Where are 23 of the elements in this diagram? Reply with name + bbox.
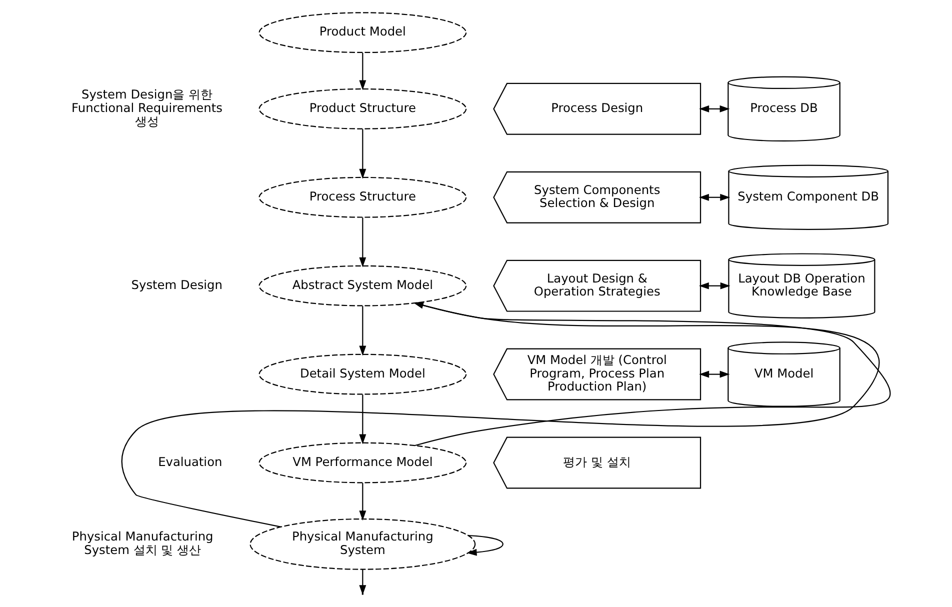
arrow xyxy=(358,52,366,90)
label: Evaluation xyxy=(158,454,222,469)
arrow xyxy=(358,218,366,268)
arrow xyxy=(698,105,730,112)
arrow xyxy=(358,483,366,521)
arrow xyxy=(358,394,366,444)
node-ellipse: Product Model xyxy=(258,12,466,54)
arrow xyxy=(358,306,366,356)
arrow xyxy=(120,302,877,528)
label: System Design을 위한 Functional Requirements 생성 xyxy=(71,88,222,128)
arrow xyxy=(698,194,730,201)
arrow xyxy=(412,302,890,446)
node-ellipse: Process Structure xyxy=(258,176,466,218)
arrow xyxy=(466,534,503,556)
node-ellipse: Abstract System Model xyxy=(258,265,466,306)
arrow xyxy=(698,370,730,378)
arrow xyxy=(698,282,730,290)
label: System Design xyxy=(130,278,222,292)
arrow xyxy=(358,129,366,179)
label: Physical Manufacturing System 설치 및 생산 xyxy=(71,530,213,557)
node-ellipse: Detail System Model xyxy=(258,354,466,395)
node-ellipse: Product Structure xyxy=(258,88,466,130)
node-ellipse: VM Performance Model xyxy=(258,442,466,484)
